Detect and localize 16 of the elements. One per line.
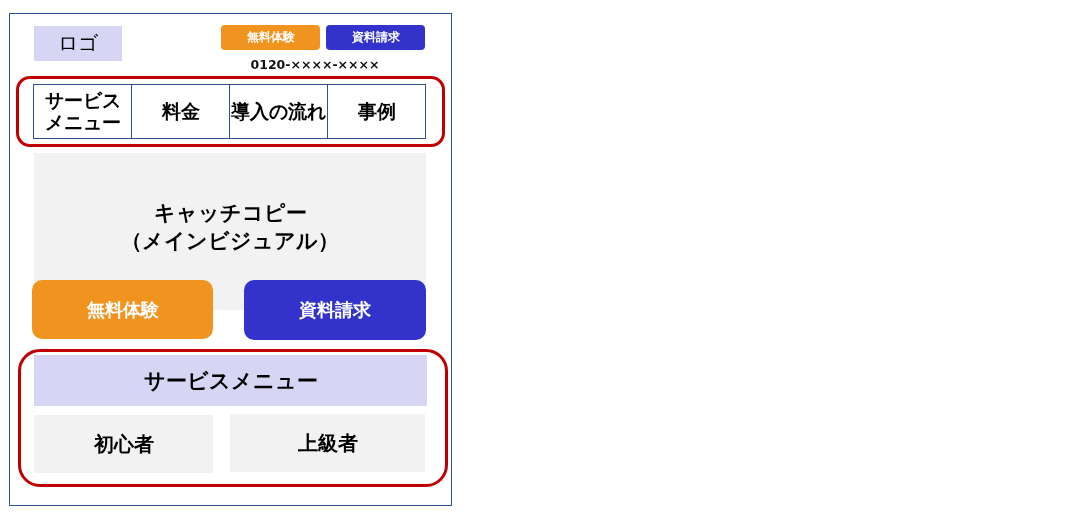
cta-button: 無料体験 — [32, 280, 213, 339]
highlight-outline — [16, 76, 445, 147]
placeholder-block: ロゴ — [34, 26, 122, 61]
page-frame — [9, 13, 452, 506]
menu-card: 初心者 — [34, 415, 213, 473]
nav-tab: サービスメニュー — [33, 84, 132, 139]
cta-button: 資料請求 — [326, 25, 425, 50]
nav-tab: 導入の流れ — [229, 84, 328, 139]
highlight-outline — [18, 349, 448, 487]
cta-button: 無料体験 — [221, 25, 320, 50]
menu-card: 上級者 — [230, 414, 425, 472]
nav-tab: 料金 — [131, 84, 230, 139]
phone-number: 0120-××××-×××× — [249, 57, 381, 72]
section-header: サービスメニュー — [34, 355, 427, 406]
cta-button: 資料請求 — [244, 280, 426, 340]
nav-tab: 事例 — [327, 84, 426, 139]
